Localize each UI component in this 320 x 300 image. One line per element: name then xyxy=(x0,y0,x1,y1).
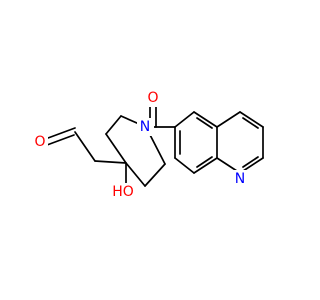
piperidine-ring xyxy=(105,115,166,187)
quinoline-pyridine-ring xyxy=(216,111,264,174)
atom-labels: O HO N O N xyxy=(32,89,248,201)
aldehyde-chain xyxy=(46,127,127,164)
aldehyde-oxygen-label: O xyxy=(34,134,45,150)
structure-canvas: O HO N O N xyxy=(32,89,264,201)
molecule-structure: O HO N O N xyxy=(32,89,264,201)
quinoline-nitrogen-label: N xyxy=(235,171,245,187)
piperidine-nitrogen-label: N xyxy=(140,119,150,135)
quinoline-benzo-ring xyxy=(174,111,218,174)
carbonyl-oxygen-label: O xyxy=(147,90,158,106)
hydroxyl-group-label: HO xyxy=(112,184,134,200)
